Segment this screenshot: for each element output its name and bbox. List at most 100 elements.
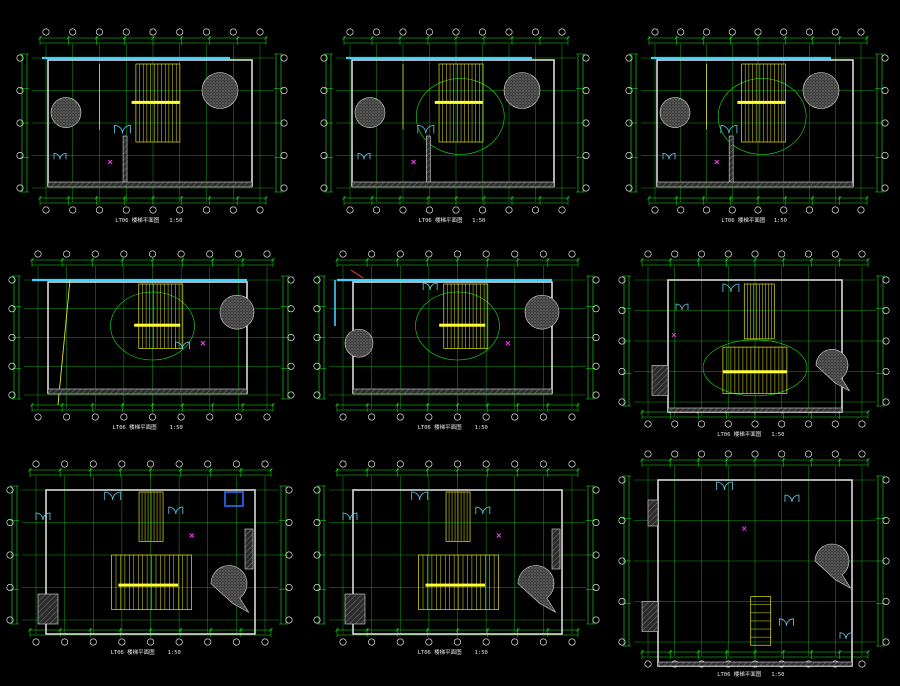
axis-bubble [804, 450, 812, 458]
dimension-tick [395, 468, 399, 472]
axis-bubble [478, 206, 486, 214]
dimension-tick [455, 403, 460, 407]
round-column [659, 97, 691, 128]
marker [411, 159, 416, 165]
selection-box [224, 491, 244, 507]
dimension-tick [729, 36, 733, 40]
hatched-wall [47, 388, 248, 395]
axis-bubble [69, 206, 77, 214]
axis-bubble [346, 28, 354, 36]
axis-bubble [147, 638, 155, 646]
dimension-tick [725, 458, 729, 462]
dimension-tick [60, 403, 64, 407]
axis-bubble [368, 460, 376, 468]
axis-bubble [881, 184, 889, 192]
dimension-tick [640, 258, 644, 262]
plan-scale: 1:50 [771, 432, 784, 438]
axis-bubble [8, 362, 16, 370]
axis-bubble [42, 28, 50, 36]
axis-bubble [69, 28, 77, 36]
axis-bubble [618, 516, 626, 524]
axis-bubble [582, 87, 590, 95]
round-column [50, 97, 82, 128]
green-outline [702, 339, 808, 397]
hatched-wall [551, 528, 561, 570]
axis-bubble [149, 28, 157, 36]
axis-bubble [592, 305, 600, 313]
dimension-tick [395, 258, 399, 262]
axis-bubble [368, 250, 376, 258]
axis-bubble [592, 518, 600, 526]
door-swing [475, 506, 491, 515]
axis-bubble [176, 206, 184, 214]
axis-bubble [177, 413, 185, 421]
axis-bubble [91, 413, 99, 421]
dimension-tick [207, 196, 212, 200]
round-column [201, 72, 239, 109]
axis-bubble [425, 460, 433, 468]
dimension-tick [516, 258, 520, 262]
axis-bubble [63, 413, 71, 421]
hatched-wall [37, 593, 59, 625]
axis-bubble [531, 206, 539, 214]
axis-bubble [858, 660, 866, 668]
ramp-line [57, 279, 71, 406]
dimension-tick [576, 258, 580, 262]
axis-bubble [881, 87, 889, 95]
axis-bubble [396, 638, 404, 646]
axis-bubble [568, 413, 576, 421]
axis-bubble [702, 206, 710, 214]
axis-bubble [89, 638, 97, 646]
axis-bubble [882, 276, 890, 284]
axis-bubble [568, 250, 576, 258]
dimension-tick [179, 36, 183, 40]
dimension-tick [546, 628, 550, 632]
dimension-tick [810, 196, 815, 200]
axis-bubble [831, 450, 839, 458]
dimension-tick [269, 628, 273, 632]
door-leaf [53, 152, 61, 160]
axis-bubble [511, 413, 519, 421]
dimension-tick [395, 403, 399, 407]
dimension-tick [239, 628, 243, 632]
dimension-tick [482, 36, 486, 40]
stair-flight [750, 596, 772, 646]
hatched-wall [656, 181, 854, 188]
dimension-tick [454, 36, 458, 40]
axis-bubble [754, 206, 762, 214]
axis-bubble [882, 337, 890, 345]
door-leaf [175, 506, 184, 515]
door-leaf [342, 512, 351, 521]
axis-bubble [204, 638, 212, 646]
dimension-tick [58, 468, 62, 472]
dimension-tick [179, 196, 183, 200]
axis-bubble [368, 638, 376, 646]
axis-bubble [592, 616, 600, 624]
dimension-tick [756, 36, 760, 40]
axis-bubble [618, 597, 626, 605]
axis-bubble [882, 597, 890, 605]
dimension-tick [668, 258, 672, 262]
axis-bubble [203, 28, 211, 36]
door-swing [104, 491, 122, 501]
axis-bubble [120, 250, 128, 258]
dimension-tick [566, 196, 570, 200]
axis-bubble [724, 420, 732, 428]
axis-bubble [34, 413, 42, 421]
axis-bubble [8, 276, 16, 284]
axis-bubble [280, 184, 288, 192]
door-leaf [35, 512, 44, 521]
hatched-wall [426, 135, 431, 186]
door-leaf [791, 494, 800, 503]
axis-bubble [118, 638, 126, 646]
dimension-tick [866, 458, 870, 462]
axis-bubble [320, 152, 328, 160]
axis-bubble [396, 413, 404, 421]
dimension-tick [342, 36, 346, 40]
door-swing [417, 124, 435, 134]
dimension-tick [696, 650, 701, 654]
axis-bubble [287, 305, 295, 313]
